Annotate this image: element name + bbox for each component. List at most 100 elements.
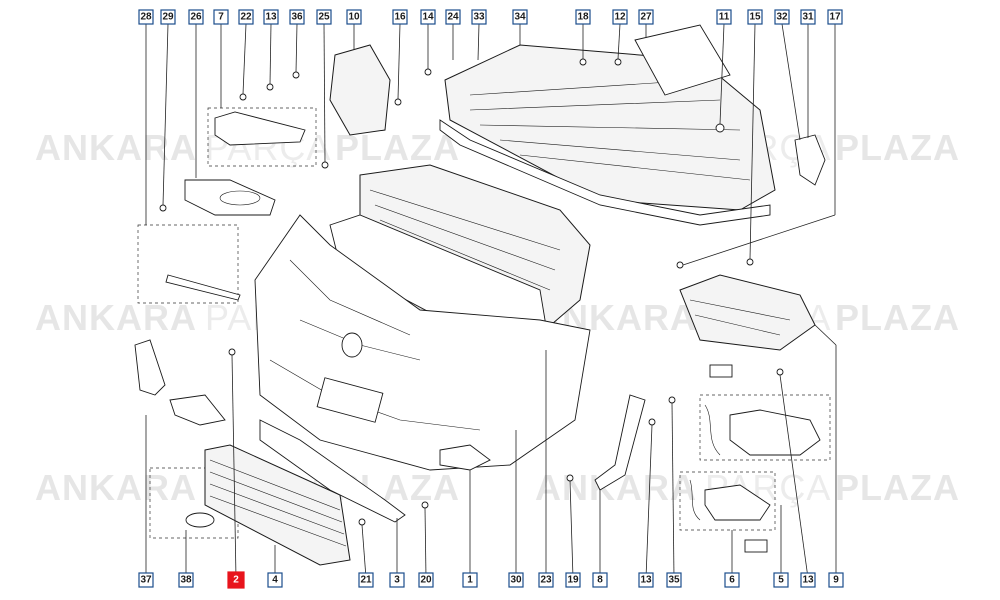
callout-number: 22 [240,12,252,23]
callout-box [267,572,283,588]
callout-2-highlighted[interactable]: 2 [227,571,245,589]
callout-5[interactable]: 5 [773,572,789,588]
clip-fastener [668,396,676,404]
callout-number: 28 [140,12,152,23]
clip-fastener [292,71,300,79]
callout-number: 27 [640,12,652,23]
callout-35[interactable]: 35 [666,572,682,588]
callout-number: 25 [318,12,330,23]
callout-number: 37 [140,575,152,586]
callout-3[interactable]: 3 [389,572,405,588]
callout-6[interactable]: 6 [724,572,740,588]
callout-number: 13 [265,12,277,23]
callout-box [666,572,682,588]
callout-17[interactable]: 17 [827,9,843,25]
callout-number: 9 [833,575,839,586]
leader-line-33 [477,23,480,61]
callout-13[interactable]: 13 [263,9,279,25]
callout-10[interactable]: 10 [346,9,362,25]
callout-13[interactable]: 13 [638,572,654,588]
watermark-brand-bold-1: ANKARA [35,467,197,508]
callout-18[interactable]: 18 [575,9,591,25]
callout-24[interactable]: 24 [445,9,461,25]
clip-fastener [614,58,622,66]
callout-box [592,572,608,588]
callout-box [418,572,434,588]
callout-box [638,9,654,25]
callout-38[interactable]: 38 [178,572,194,588]
callout-29[interactable]: 29 [160,9,176,25]
clip-fastener [159,204,167,212]
left-upper-bracket [214,111,306,146]
callout-box [178,572,194,588]
callout-box [612,9,628,25]
leader-line-29 [162,23,169,206]
callout-28[interactable]: 28 [138,9,154,25]
leader-line-22 [242,23,247,95]
fog-gasket [744,539,768,553]
callout-box [213,9,229,25]
callout-37[interactable]: 37 [138,572,154,588]
callout-25[interactable]: 25 [316,9,332,25]
callout-box [800,572,816,588]
clip-fastener [648,418,656,426]
callout-11[interactable]: 11 [716,9,732,25]
clip-fastener [266,83,274,91]
callout-number: 11 [719,12,730,23]
callout-9[interactable]: 9 [828,572,844,588]
right-upper-bracket [794,134,826,186]
callout-number: 36 [291,12,303,23]
callout-number: 16 [394,12,406,23]
callout-number: 4 [272,575,278,586]
callout-13[interactable]: 13 [800,572,816,588]
callout-27[interactable]: 27 [638,9,654,25]
callout-32[interactable]: 32 [774,9,790,25]
clip-fastener [228,348,236,356]
callout-box [575,9,591,25]
callout-number: 21 [360,575,372,586]
callout-box [389,572,405,588]
callout-box [716,9,732,25]
callout-20[interactable]: 20 [418,572,434,588]
callout-14[interactable]: 14 [420,9,436,25]
fog-lamp [704,484,771,521]
group-box-bracket [207,107,317,167]
callout-8[interactable]: 8 [592,572,608,588]
callout-box-highlight [227,571,245,589]
callout-16[interactable]: 16 [392,9,408,25]
callout-30[interactable]: 30 [508,572,524,588]
front-spoiler-lip [439,119,771,226]
callout-33[interactable]: 33 [471,9,487,25]
callout-box [747,9,763,25]
callout-22[interactable]: 22 [238,9,254,25]
callout-34[interactable]: 34 [512,9,528,25]
callout-21[interactable]: 21 [358,572,374,588]
watermark-row-3: ANKARA PARÇA PLAZA ANKARA PARÇA PLAZA [35,467,959,508]
callout-box [508,572,524,588]
callout-31[interactable]: 31 [800,9,816,25]
callout-box [263,9,279,25]
callout-number: 30 [510,575,522,586]
callout-box [774,9,790,25]
callout-number: 13 [640,575,652,586]
watermark-brand-bold-1: ANKARA [35,297,197,338]
callout-19[interactable]: 19 [565,572,581,588]
callout-box [724,572,740,588]
callout-7[interactable]: 7 [213,9,229,25]
callout-number: 35 [668,575,680,586]
callout-box [188,9,204,25]
callout-26[interactable]: 26 [188,9,204,25]
callout-box [316,9,332,25]
clip-fastener [676,261,684,269]
callout-36[interactable]: 36 [289,9,305,25]
watermark-brand-bold-2: PLAZA [835,127,960,168]
license-plate-area [316,377,384,423]
callout-1[interactable]: 1 [462,572,478,588]
callout-number: 31 [802,12,814,23]
callout-12[interactable]: 12 [612,9,628,25]
callout-box [512,9,528,25]
callout-4[interactable]: 4 [267,572,283,588]
callout-15[interactable]: 15 [747,9,763,25]
callout-23[interactable]: 23 [538,572,554,588]
